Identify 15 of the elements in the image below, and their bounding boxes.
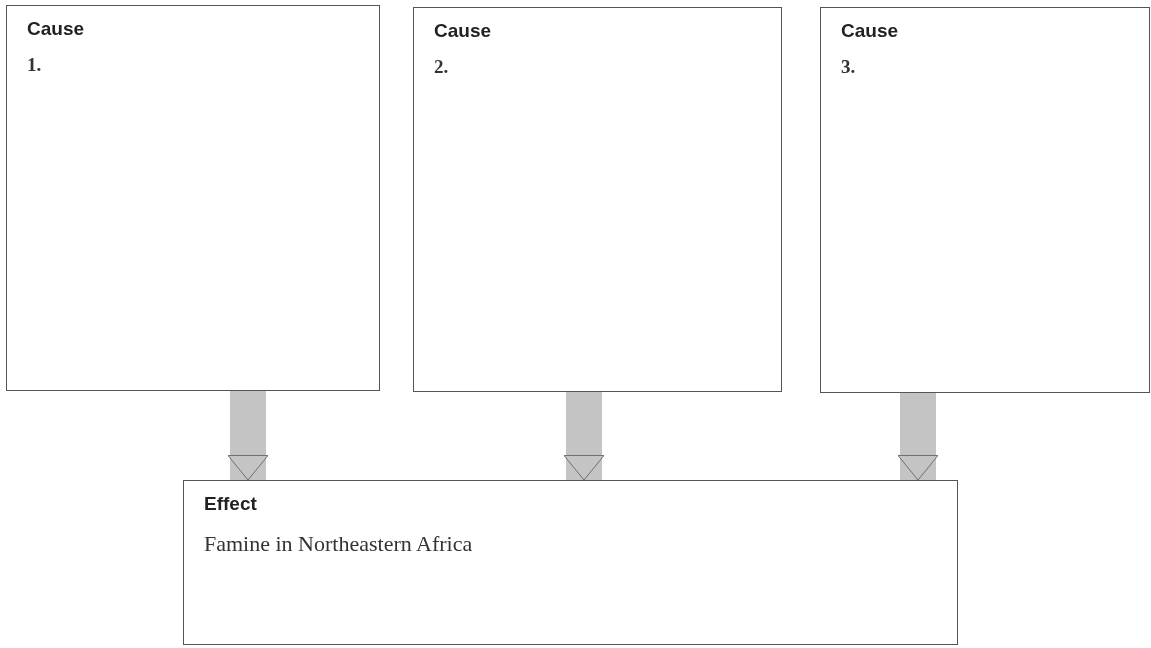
block-arrow: [563, 392, 605, 481]
heading: Cause: [27, 18, 85, 40]
block-arrow: [227, 391, 269, 481]
block-arrow: [897, 393, 939, 481]
cause-number: 3.: [841, 56, 856, 78]
cause-number: 1.: [27, 54, 42, 76]
heading: Effect: [204, 493, 257, 515]
cause-box: [6, 5, 380, 391]
cause-box: [820, 7, 1150, 393]
cause-number: 2.: [434, 56, 449, 78]
effect-text: Famine in Northeastern Africa: [204, 531, 473, 557]
heading: Cause: [841, 20, 899, 42]
cause-box: [413, 7, 782, 392]
effect-box: [183, 480, 958, 645]
heading: Cause: [434, 20, 492, 42]
